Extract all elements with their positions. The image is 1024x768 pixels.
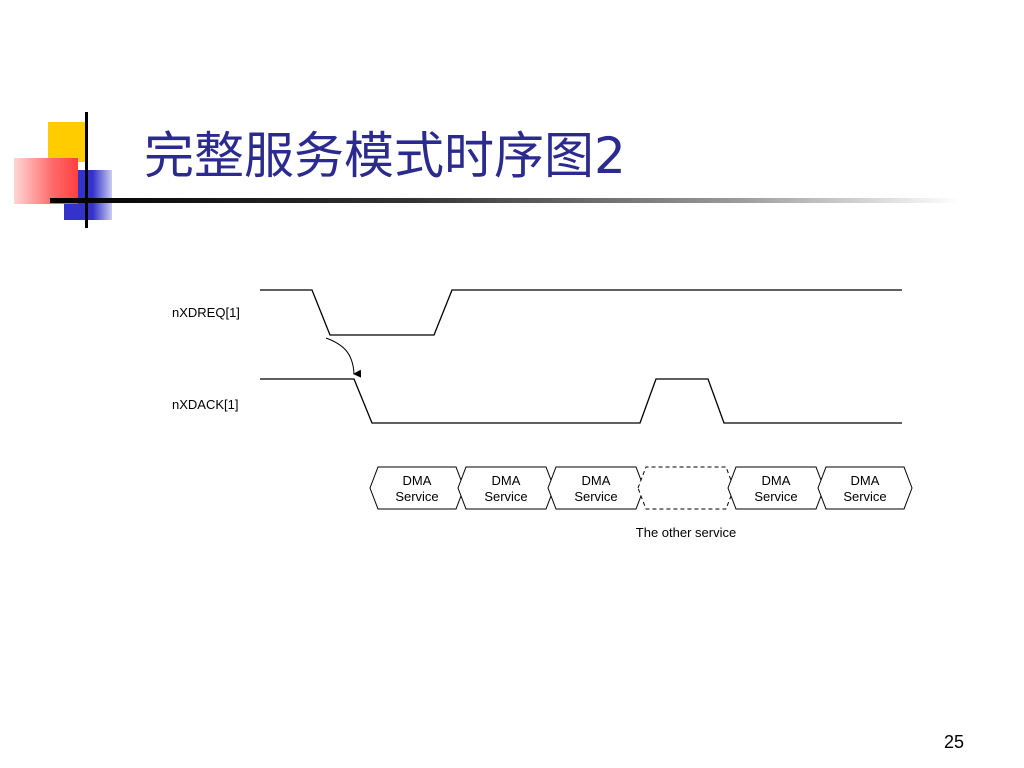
service-block: DMA Service bbox=[817, 466, 913, 510]
service-block-line2: Service bbox=[574, 489, 617, 504]
title-underline bbox=[50, 198, 960, 203]
other-service-block bbox=[637, 466, 735, 510]
service-block-line1: DMA bbox=[762, 473, 791, 488]
service-block-line2: Service bbox=[843, 489, 886, 504]
page-number: 25 bbox=[943, 732, 964, 752]
other-service-label: The other service bbox=[636, 525, 736, 540]
deco-yellow-square bbox=[48, 122, 88, 162]
signal-label-nxdreq: nXDREQ[1] bbox=[172, 305, 240, 320]
service-block: DMA Service bbox=[547, 466, 645, 510]
causality-arrow bbox=[325, 337, 362, 378]
service-block-line1: DMA bbox=[851, 473, 880, 488]
deco-vertical-line bbox=[85, 112, 88, 228]
service-block-line2: Service bbox=[484, 489, 527, 504]
service-block: DMA Service bbox=[457, 466, 555, 510]
slide-title: 完整服务模式时序图2 bbox=[144, 127, 626, 185]
service-block-line2: Service bbox=[395, 489, 438, 504]
service-block-line1: DMA bbox=[582, 473, 611, 488]
service-block-line1: DMA bbox=[403, 473, 432, 488]
service-block-line2: Service bbox=[754, 489, 797, 504]
service-block-line1: DMA bbox=[492, 473, 521, 488]
service-block: DMA Service bbox=[727, 466, 825, 510]
service-block: DMA Service bbox=[369, 466, 465, 510]
signal-label-nxdack: nXDACK[1] bbox=[172, 397, 238, 412]
waveform-nxdreq bbox=[260, 289, 902, 336]
deco-red-square bbox=[14, 158, 78, 204]
waveform-nxdack bbox=[260, 378, 902, 424]
